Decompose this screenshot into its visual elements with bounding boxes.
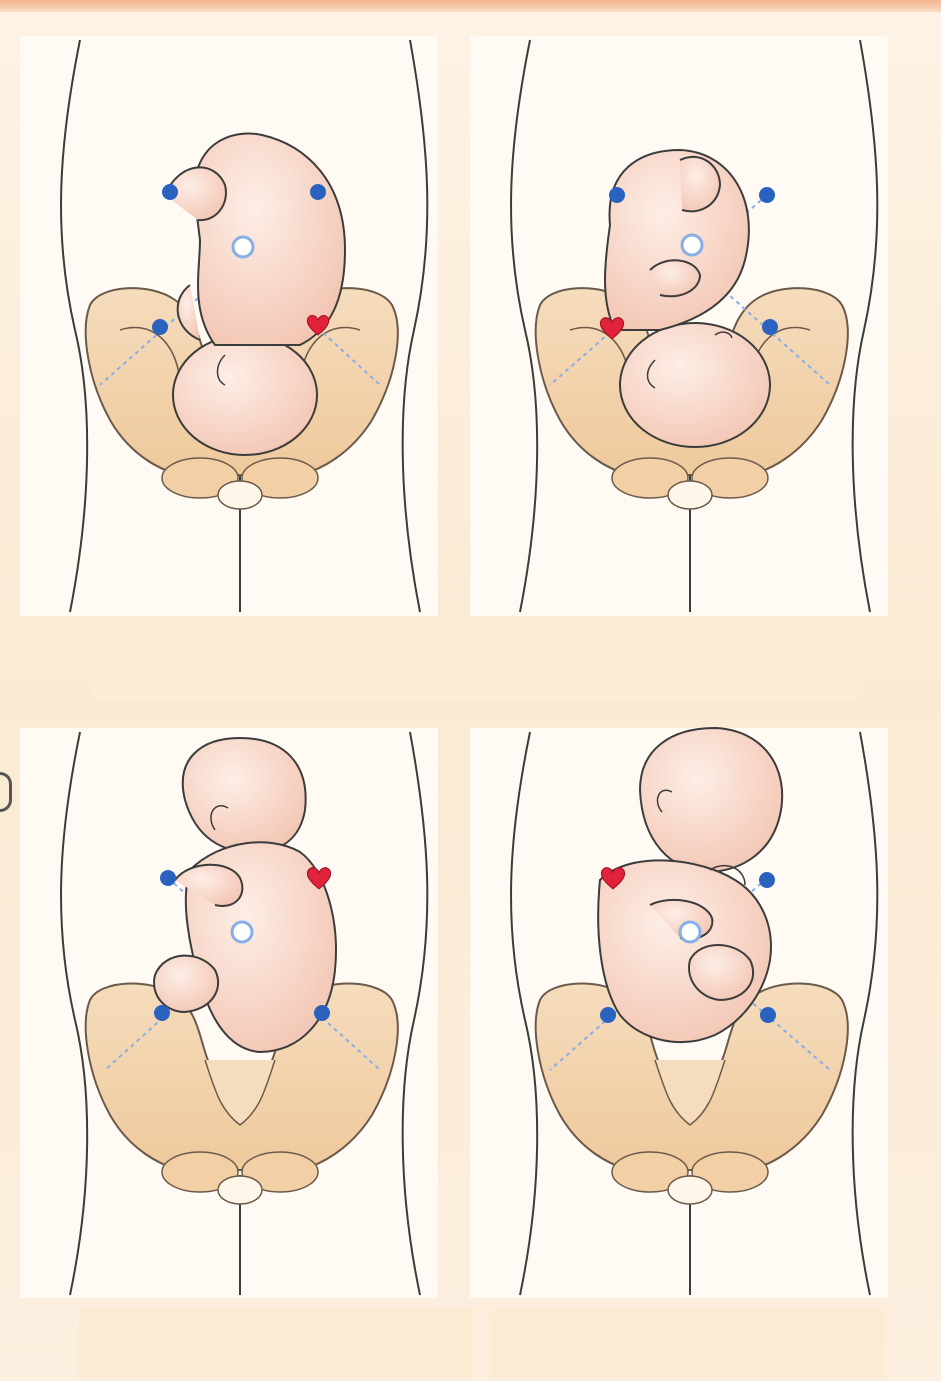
marker-dot	[160, 870, 176, 886]
caption-box-top	[92, 630, 862, 700]
marker-dot	[600, 1007, 616, 1023]
panel-top-left	[20, 36, 438, 616]
marker-dot	[310, 184, 326, 200]
marker-dot	[162, 184, 178, 200]
panel-bottom-right	[470, 728, 888, 1298]
panel-bottom-left	[20, 728, 438, 1298]
marker-dot	[314, 1005, 330, 1021]
caption-box-bottom-right	[490, 1308, 885, 1378]
center-ring	[232, 922, 252, 942]
center-ring	[233, 237, 253, 257]
caption-box-bottom-left	[78, 1308, 473, 1378]
marker-dot	[759, 187, 775, 203]
marker-dot	[609, 187, 625, 203]
marker-dot	[759, 872, 775, 888]
panel-top-right	[470, 36, 888, 616]
marker-dot	[152, 319, 168, 335]
marker-dot	[760, 1007, 776, 1023]
center-ring	[680, 922, 700, 942]
center-ring	[682, 235, 702, 255]
marker-dot	[154, 1005, 170, 1021]
marker-dot	[762, 319, 778, 335]
